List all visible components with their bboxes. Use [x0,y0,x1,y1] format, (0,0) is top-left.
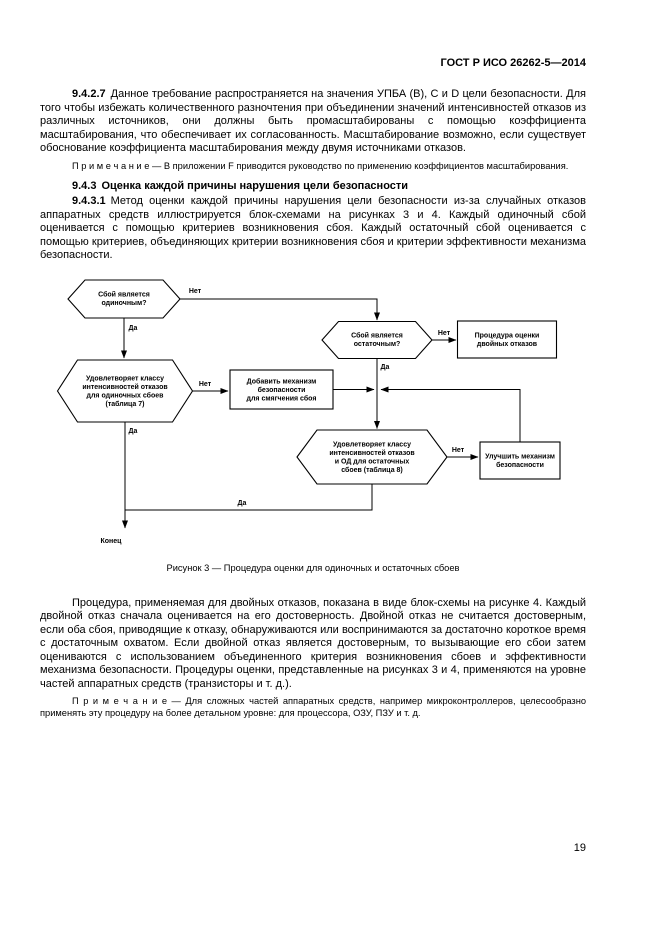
node-text: Сбой является [98,290,150,298]
node-text: Удовлетворяет классу [333,441,411,448]
node-text: Улучшить механизм [485,453,555,460]
edge-label-no: Нет [438,330,451,337]
node-text: для одиночных сбоев [87,391,165,399]
end-label: Конец [101,538,123,545]
node-text: интенсивностей отказов [329,449,415,457]
line-table8-yes-merge [125,483,373,510]
note-2: П р и м е ч а н и е — Для сложных частей… [40,696,586,718]
rect-shape [456,319,558,359]
document-header: ГОСТ Р ИСО 26262-5—2014 [440,57,586,69]
rect-shape [479,440,561,480]
node-text: одиночным? [102,300,147,307]
node-text: сбоев (таблица 8) [341,466,403,474]
node-text: двойных отказов [477,340,538,348]
node-text: остаточным? [354,341,401,348]
note-1: П р и м е ч а н и е — В приложении F при… [72,160,569,171]
node-text: и ОД для остаточных [335,458,410,465]
paragraph-text: Данное требование распространяется на зн… [40,88,586,154]
node-table8-decision: Удовлетворяет классу интенсивностей отка… [296,428,448,485]
edge-label-yes: Да [381,364,390,371]
figure-3-flowchart: Сбой является одиночным? Сбой является о… [56,278,561,545]
node-table7-decision: Удовлетворяет классу интенсивностей отка… [56,358,194,423]
hexagon-shape [56,358,194,423]
clause-number: 9.4.3.1 [72,195,106,207]
node-text: Сбой является [351,331,403,339]
node-text: интенсивностей отказов [82,383,168,391]
page-number: 19 [573,842,586,854]
node-text: Процедура оценки [475,332,540,339]
edge-label-yes: Да [129,325,138,332]
arrow-single-no-to-residual [180,298,380,320]
paragraph-dual-faults: Процедура, применяемая для двойных отказ… [40,596,586,690]
hexagon-shape [321,320,433,359]
hexagon-shape [296,428,448,485]
node-text: безопасности [258,386,306,394]
node-add-mechanism: Добавить механизм безопасности для смягч… [229,368,334,410]
arrow-improve-back-to-flow [380,386,521,442]
rect-shape [229,368,334,410]
node-residual-fault-decision: Сбой является остаточным? [321,320,433,359]
node-text: Добавить механизм [247,377,317,385]
node-dual-point-procedure: Процедура оценки двойных отказов [456,319,558,359]
paragraph-text: Метод оценки каждой причины нарушения це… [40,195,586,261]
edge-label-no: Нет [189,288,202,295]
heading-9-4-3: 9.4.3 Оценка каждой причины нарушения цел… [40,179,586,193]
node-text: для смягчения сбоя [247,394,317,402]
edge-label-yes: Да [129,428,138,435]
node-text: безопасности [496,461,544,469]
node-improve-mechanism: Улучшить механизм безопасности [479,440,561,480]
figure-caption: Рисунок 3 — Процедура оценки для одиночн… [166,562,460,573]
node-text: (таблица 7) [105,400,144,408]
node-single-fault-decision: Сбой является одиночным? [67,278,181,319]
clause-number: 9.4.3 [72,180,97,192]
edge-label-no: Нет [199,381,212,388]
edge-label-no: Нет [452,447,465,454]
edge-label-yes: Да [238,500,247,507]
node-text: Удовлетворяет классу [86,375,164,382]
clause-number: 9.4.2.7 [72,88,106,100]
heading-text: Оценка каждой причины нарушения цели без… [101,180,409,192]
hexagon-shape [67,278,181,319]
